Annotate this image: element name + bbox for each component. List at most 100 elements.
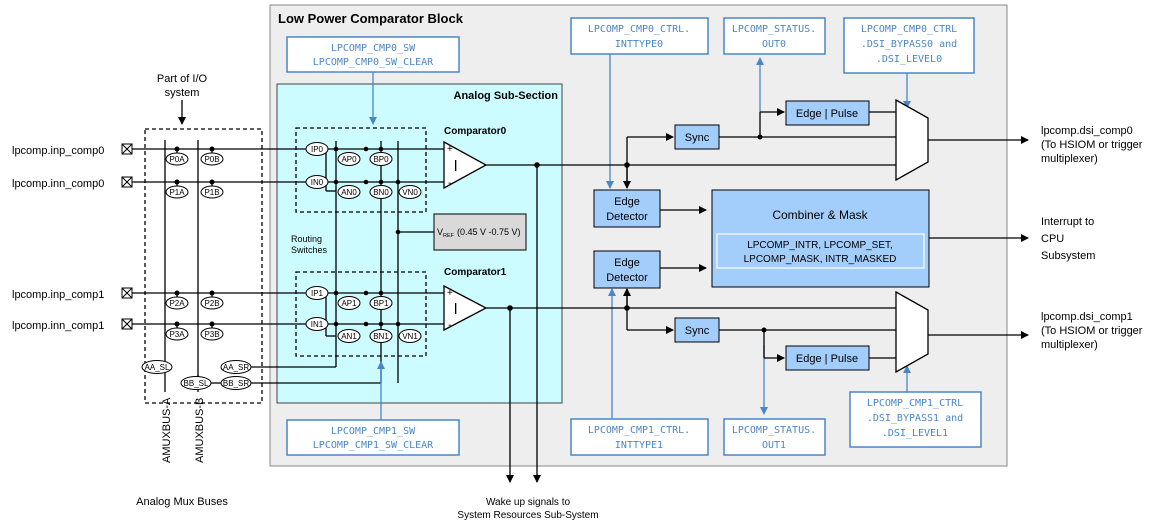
switch-p2a: P2A — [165, 296, 189, 310]
output-mux-0 — [895, 98, 929, 182]
svg-text:l: l — [454, 301, 457, 318]
routing-label-line2: Switches — [291, 245, 328, 255]
svg-text:BB_SL: BB_SL — [184, 379, 209, 388]
comparator0: + - l — [443, 140, 488, 190]
switch-bb-sr: BB_SR — [220, 376, 252, 390]
comparator1: + - l — [443, 284, 488, 332]
switch-p0a: P0A — [165, 152, 189, 166]
switch-p1a: P1A — [165, 185, 189, 199]
svg-text:Detector: Detector — [606, 272, 648, 284]
svg-text:P0B: P0B — [204, 155, 219, 164]
edge-detector-1: Edge Detector — [593, 250, 661, 289]
reg-cmp1-sw: LPCOMP_CMP1_SW LPCOMP_CMP1_SW_CLEAR — [286, 419, 460, 456]
svg-text:LPCOMP_CMP0_SW_CLEAR: LPCOMP_CMP0_SW_CLEAR — [313, 57, 434, 68]
svg-text:Edge | Pulse: Edge | Pulse — [796, 353, 858, 365]
io-system-box — [144, 128, 263, 404]
switch-ip0: IP0 — [305, 142, 329, 156]
out-dsi0-line2: (To HSIOM or trigger — [1041, 139, 1143, 151]
svg-text:Edge | Pulse: Edge | Pulse — [796, 108, 858, 120]
svg-text:VN0: VN0 — [402, 188, 418, 197]
svg-text:BP0: BP0 — [373, 155, 389, 164]
svg-text:LPCOMP_CMP0_CTRL: LPCOMP_CMP0_CTRL — [861, 24, 957, 35]
svg-text:l: l — [454, 158, 457, 175]
svg-text:BN0: BN0 — [373, 188, 389, 197]
svg-text:AP1: AP1 — [341, 299, 357, 308]
svg-text:INTTYPE1: INTTYPE1 — [615, 440, 663, 451]
svg-text:P1B: P1B — [204, 188, 219, 197]
svg-text:OUT1: OUT1 — [762, 440, 786, 451]
switch-ap1: AP1 — [337, 296, 361, 310]
edge-detector-0: Edge Detector — [593, 189, 661, 228]
switch-aa-sl: AA_SL — [141, 360, 173, 374]
pin-pad-icon — [121, 143, 133, 330]
sync-block-0: Sync — [674, 124, 720, 150]
out-int-line3: Subsystem — [1041, 250, 1095, 262]
pin-label-inp1: lpcomp.inp_comp1 — [12, 289, 104, 301]
svg-text:LPCOMP_INTR, LPCOMP_SET,: LPCOMP_INTR, LPCOMP_SET, — [747, 240, 893, 251]
svg-text:Combiner & Mask: Combiner & Mask — [772, 208, 868, 222]
switch-ap0: AP0 — [337, 152, 361, 166]
svg-text:-: - — [448, 320, 451, 331]
svg-text:IN0: IN0 — [311, 178, 324, 187]
wakeup-line1: Wake up signals to — [486, 497, 571, 508]
svg-text:LPCOMP_CMP0_CTRL.: LPCOMP_CMP0_CTRL. — [588, 24, 690, 35]
reg-status-out1: LPCOMP_STATUS. OUT1 — [723, 418, 826, 456]
svg-text:AA_SR: AA_SR — [223, 363, 249, 372]
amux-bus-lines — [164, 140, 199, 392]
svg-text:BB_SR: BB_SR — [223, 379, 249, 388]
switch-bn1: BN1 — [369, 329, 393, 343]
svg-text:BN1: BN1 — [373, 332, 389, 341]
switch-ip1: IP1 — [305, 286, 329, 300]
out-dsi1-line2: (To HSIOM or trigger — [1041, 325, 1143, 337]
svg-text:+: + — [447, 144, 453, 155]
svg-text:IN1: IN1 — [311, 320, 324, 329]
pin-wires — [132, 148, 306, 325]
switch-bb-sl: BB_SL — [180, 376, 212, 390]
switch-an0: AN0 — [337, 185, 361, 199]
combiner-mask-block: Combiner & Mask LPCOMP_INTR, LPCOMP_SET,… — [711, 189, 930, 288]
svg-text:AN1: AN1 — [341, 332, 357, 341]
pin-label-inn1: lpcomp.inn_comp1 — [12, 320, 104, 332]
out-int-line1: Interrupt to — [1041, 216, 1094, 228]
svg-text:LPCOMP_CMP1_CTRL: LPCOMP_CMP1_CTRL — [867, 398, 963, 409]
routing-label-line1: Routing — [291, 234, 322, 244]
switch-an1: AN1 — [337, 329, 361, 343]
out-dsi1-line1: lpcomp.dsi_comp1 — [1041, 311, 1133, 323]
comparator1-label: Comparator1 — [444, 267, 507, 278]
svg-text:Sync: Sync — [685, 132, 710, 144]
out-dsi0-line3: multiplexer) — [1041, 153, 1098, 165]
output-junction-dots — [507, 134, 767, 333]
svg-text:BP1: BP1 — [373, 299, 389, 308]
bus-label-a: AMUXBUS-A — [161, 397, 173, 463]
switch-bn0: BN0 — [369, 185, 393, 199]
io-title-line1: Part of I/O — [157, 73, 208, 85]
svg-text:Detector: Detector — [606, 211, 648, 223]
switch-in0: IN0 — [305, 175, 329, 189]
svg-text:LPCOMP_CMP0_SW: LPCOMP_CMP0_SW — [331, 43, 416, 54]
svg-text:AN0: AN0 — [341, 188, 357, 197]
svg-text:.DSI_BYPASS1 and: .DSI_BYPASS1 and — [867, 413, 963, 424]
reg-cmp1-ctrl-inttype: LPCOMP_CMP1_CTRL. INTTYPE1 — [570, 418, 709, 456]
svg-text:+: + — [447, 288, 453, 299]
svg-text:INTTYPE0: INTTYPE0 — [615, 39, 663, 50]
svg-text:OUT0: OUT0 — [762, 39, 786, 50]
svg-text:.DSI_BYPASS0 and: .DSI_BYPASS0 and — [861, 39, 957, 50]
svg-text:P3B: P3B — [204, 330, 219, 339]
sync-block-1: Sync — [674, 317, 720, 343]
svg-text:P0A: P0A — [169, 155, 185, 164]
pin-label-inn0: lpcomp.inn_comp0 — [12, 178, 104, 190]
reg-cmp0-bypass: LPCOMP_CMP0_CTRL .DSI_BYPASS0 and .DSI_L… — [843, 17, 975, 74]
svg-text:IP1: IP1 — [311, 289, 324, 298]
svg-text:P2B: P2B — [204, 299, 219, 308]
svg-text:AA_SL: AA_SL — [145, 363, 170, 372]
switch-p1b: P1B — [200, 185, 224, 199]
svg-text:Edge: Edge — [614, 257, 640, 269]
out-dsi1-line3: multiplexer) — [1041, 339, 1098, 351]
switch-vn1: VN1 — [398, 329, 422, 343]
reg-cmp0-sw: LPCOMP_CMP0_SW LPCOMP_CMP0_SW_CLEAR — [286, 36, 460, 73]
edge-pulse-block-1: Edge | Pulse — [785, 345, 870, 371]
svg-text:AP0: AP0 — [341, 155, 357, 164]
svg-text:LPCOMP_STATUS.: LPCOMP_STATUS. — [732, 24, 816, 35]
switch-p3b: P3B — [200, 327, 224, 341]
svg-text:.DSI_LEVEL0: .DSI_LEVEL0 — [876, 54, 942, 65]
